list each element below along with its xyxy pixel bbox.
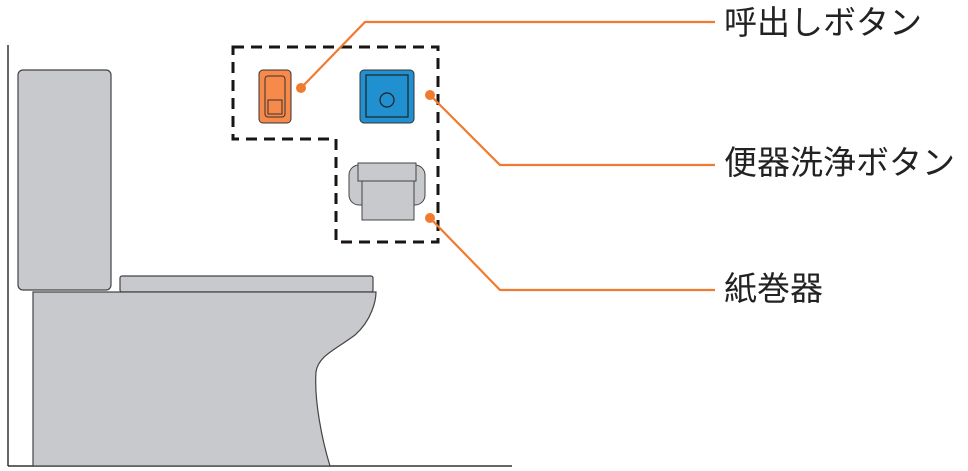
leader-dot-call [296,83,306,93]
leader-dot-paper [425,213,435,223]
leader-call [300,20,715,89]
toilet-bowl [32,291,377,467]
dashed-region [231,45,440,244]
toilet-lid [119,275,374,293]
call-button [258,69,292,124]
flush-button [359,69,415,124]
toilet-tank [17,69,112,291]
paper-holder-label: 紙巻器 [724,269,823,308]
leader-paper [429,217,715,292]
leader-lines [300,20,715,292]
leader-dot-flush [425,90,435,100]
paper-holder [348,162,426,221]
flush-button-label: 便器洗浄ボタン [724,143,955,182]
call-button-label: 呼出しボタン [724,3,922,42]
leader-flush [429,94,715,167]
